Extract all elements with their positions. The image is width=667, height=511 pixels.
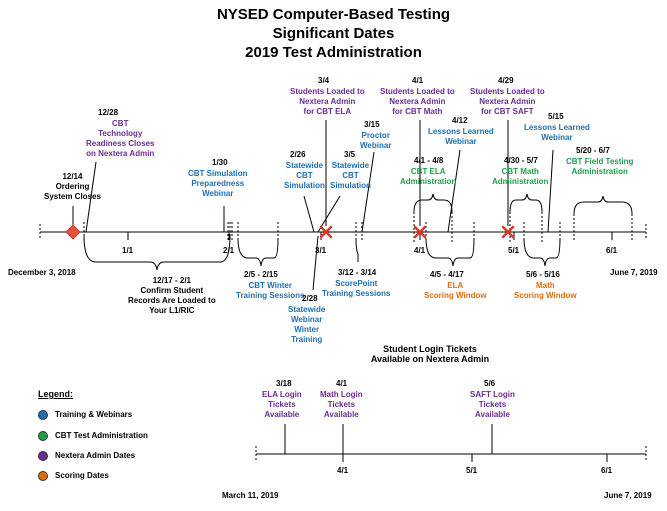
brace-cbt-math-admin (509, 193, 543, 213)
timeline-2-end: June 7, 2019 (604, 491, 652, 500)
timeline-2-tick-label: 5/1 (466, 466, 478, 475)
event-above-label: 1/30 (212, 158, 228, 167)
page-subtitle-year: 2019 Test Administration (245, 44, 422, 61)
page-title: NYSED Computer-Based Testing (216, 6, 451, 23)
timeline-2-start: March 11, 2019 (222, 491, 279, 500)
timeline-2-tick-label: 6/1 (601, 466, 613, 475)
timeline-1-tick-label: 5/1 (508, 246, 520, 255)
event-above-label: 4/29 (498, 76, 514, 85)
event-t2-label: 3/18 (276, 379, 292, 388)
timeline-1-tick-label: 6/1 (606, 246, 618, 255)
event-below-label: 3/12 - 3/14 (338, 268, 377, 277)
event-above-label: 5/20 - 6/7 (576, 146, 610, 155)
timeline-1-tick-label: 4/1 (414, 246, 426, 255)
timeline-1-tick-label: 2/1 (223, 246, 235, 255)
event-above-label: 2/26 (290, 150, 306, 159)
pointer-4-12 (447, 149, 461, 233)
event-t2-label: 4/1 (336, 379, 348, 388)
brace-cbt-ela-admin (413, 193, 453, 213)
legend-swatch (38, 431, 48, 441)
legend-swatch (38, 410, 48, 420)
brace-math-scoring (523, 237, 561, 267)
event-above-label: 12/28 (98, 108, 119, 117)
legend-swatch (38, 471, 48, 481)
timeline-1-start: December 3, 2018 (8, 268, 76, 277)
pointer-2-26 (303, 195, 315, 233)
event-above-label: 4/1 (412, 76, 424, 85)
event-below-label: 4/5 - 4/17 (430, 270, 464, 279)
brace-field-testing (573, 195, 633, 215)
pointer-3-15 (361, 151, 375, 233)
legend-label: Training & Webinars (55, 410, 133, 419)
event-above-label: 4/12 (452, 116, 468, 125)
x-marker-4-1 (413, 225, 427, 239)
legend-label: Nextera Admin Dates (55, 451, 136, 460)
brace-confirm-records (83, 235, 231, 271)
timeline-1-tick-label: 3/1 (315, 246, 327, 255)
timeline-2-tick-label: 4/1 (337, 466, 349, 475)
brace-winter-training (237, 237, 279, 267)
timeline-2-heading: Student Login Tickets Available on Nexte… (370, 344, 490, 364)
event-below-label: 2/5 - 2/15 (244, 270, 278, 279)
event-above-label: 5/15 (548, 112, 564, 121)
event-above-label: 4/1 - 4/8 (414, 156, 444, 165)
brace-ela-scoring (425, 237, 475, 267)
pointer-5-15 (547, 149, 554, 233)
legend-title: Legend: (38, 389, 73, 399)
legend-label: CBT Test Administration (55, 431, 148, 440)
timeline-1-tick-label: 1/1 (122, 246, 134, 255)
event-t2-label: 5/6 (484, 379, 496, 388)
legend-label: Scoring Dates (55, 471, 109, 480)
pointer-12-28 (85, 161, 97, 233)
legend-swatch (38, 451, 48, 461)
event-above-label: 3/5 (344, 150, 356, 159)
event-below-label: 2/28 (302, 294, 318, 303)
timeline-1-end: June 7, 2019 (610, 268, 658, 277)
diamond-marker-12-14 (65, 224, 81, 240)
event-above-label: 4/30 - 5/7 (504, 156, 538, 165)
event-above-label: 3/15 (364, 120, 380, 129)
event-below-label: 5/6 - 5/16 (526, 270, 560, 279)
x-marker-4-29 (501, 225, 515, 239)
page-subtitle: Significant Dates (272, 25, 395, 42)
x-marker-3-4 (319, 225, 333, 239)
pointer-2-28 (312, 235, 319, 291)
brace-scorepoint (355, 237, 359, 262)
event-above-label: 3/4 (318, 76, 330, 85)
